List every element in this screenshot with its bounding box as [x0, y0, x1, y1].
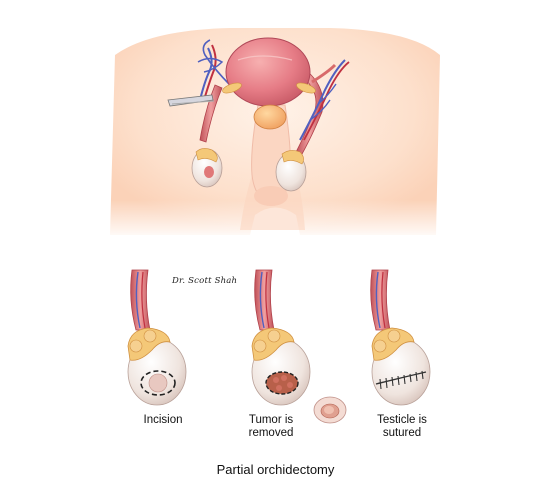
label-incision: Incision [133, 414, 193, 427]
label-incision-line-1: Incision [143, 414, 183, 426]
panel-incision [127, 269, 187, 406]
label-sutured-line-2: sutured [382, 427, 422, 439]
figure-caption: Partial orchidectomy [216, 462, 335, 477]
prostate [253, 104, 287, 130]
label-tumor-removed: Tumor is removed [236, 414, 306, 440]
pelvis-figure [105, 28, 445, 240]
label-tumor-removed-line-1: Tumor is [248, 414, 294, 426]
panel-tumor-removed [251, 269, 347, 424]
label-sutured-line-1: Testicle is [377, 414, 427, 426]
left-spermatic-cord [199, 84, 223, 143]
label-tumor-removed-line-2: removed [248, 427, 294, 439]
artist-signature: Dr. Scott Shah [172, 276, 238, 286]
bladder [225, 37, 311, 107]
tumor-cavity [265, 371, 299, 395]
panel-sutured [370, 269, 431, 406]
incision-line [140, 370, 176, 396]
label-sutured: Testicle is sutured [366, 414, 438, 440]
